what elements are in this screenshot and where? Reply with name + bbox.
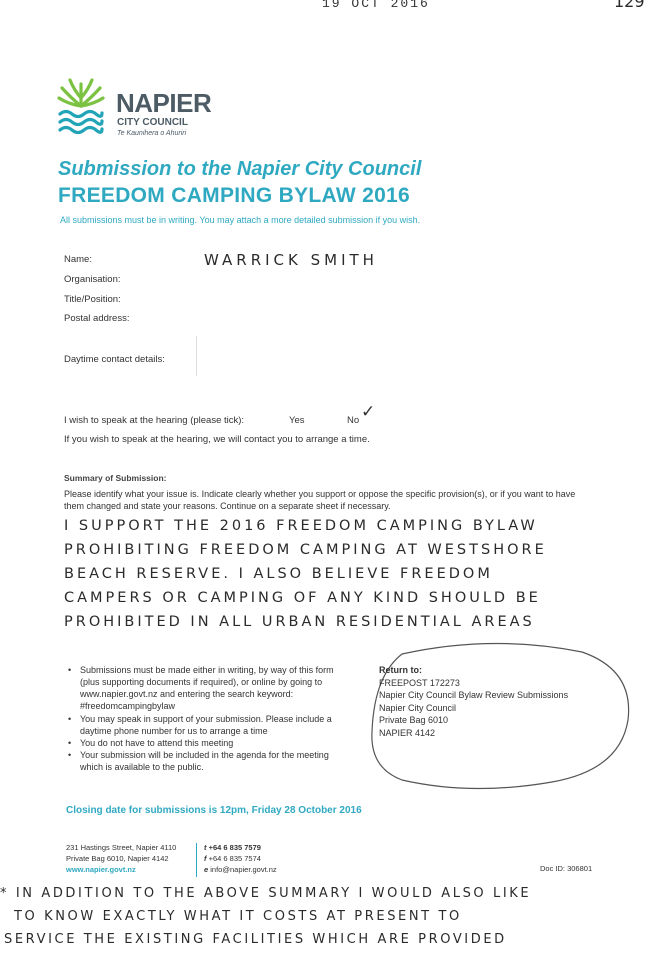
return-line: FREEPOST 172273 — [379, 677, 460, 688]
footer-contacts: t +64 6 835 7579 f +64 6 835 7574 e info… — [204, 843, 277, 876]
closing-date: Closing date for submissions is 12pm, Fr… — [66, 805, 362, 816]
hearing-note: If you wish to speak at the hearing, we … — [64, 434, 370, 445]
footer-address-line: Private Bag 6010, Napier 4142 — [66, 853, 169, 863]
phone-number: +64 6 835 7579 — [208, 843, 261, 852]
return-address-circle — [362, 640, 634, 792]
form-title-line1: Submission to the Napier City Council — [58, 158, 422, 180]
info-bullet: You do not have to attend this meeting — [68, 737, 348, 749]
handwritten-line: PROHIBITING FREEDOM CAMPING AT WESTSHORE — [64, 542, 547, 558]
return-heading: Return to: — [379, 665, 422, 675]
daytime-contact-label: Daytime contact details: — [64, 354, 165, 365]
return-address-block: Return to: FREEPOST 172273 Napier City C… — [379, 664, 568, 740]
info-bullet: Your submission will be included in the … — [68, 749, 348, 773]
return-line: Napier City Council Bylaw Review Submiss… — [379, 690, 569, 701]
field-divider — [196, 336, 197, 376]
logo-tagline: Te Kaunihera o Ahuriri — [117, 130, 187, 137]
form-title-line2: FREEDOM CAMPING BYLAW 2016 — [58, 184, 411, 207]
organisation-label: Organisation: — [64, 274, 121, 285]
addendum-line: * IN ADDITION TO THE ABOVE SUMMARY I WOU… — [0, 886, 532, 901]
footer-address: 231 Hastings Street, Napier 4110 Private… — [66, 843, 176, 876]
fax-number: +64 6 835 7574 — [208, 853, 261, 863]
hearing-yes-option[interactable]: Yes — [289, 415, 305, 426]
footer-website-link[interactable]: www.napier.govt.nz — [66, 864, 136, 874]
postal-address-label: Postal address: — [64, 313, 130, 324]
handwritten-line: I SUPPORT THE 2016 FREEDOM CAMPING BYLAW — [64, 518, 538, 534]
handwritten-line: CAMPERS OR CAMPING OF ANY KIND SHOULD BE — [64, 590, 541, 606]
info-bullet-list: Submissions must be made either in writi… — [66, 664, 348, 773]
addendum-line: TO KNOW EXACTLY WHAT IT COSTS AT PRESENT… — [14, 909, 462, 924]
logo-wordmark: NAPIER — [116, 88, 212, 118]
title-position-label: Title/Position: — [64, 294, 121, 305]
summary-heading: Summary of Submission: — [64, 473, 167, 483]
email-prefix: e — [204, 864, 209, 874]
footer-address-line: 231 Hastings Street, Napier 4110 — [66, 843, 177, 852]
summary-instructions: Please identify what your issue is. Indi… — [64, 489, 576, 512]
summary-handwritten[interactable]: I SUPPORT THE 2016 FREEDOM CAMPING BYLAW… — [64, 514, 644, 634]
reference-number: 129 — [614, 0, 645, 11]
return-line: Private Bag 6010 — [379, 715, 449, 726]
intro-note: All submissions must be in writing. You … — [60, 215, 421, 225]
hearing-question: I wish to speak at the hearing (please t… — [64, 415, 245, 426]
email-address[interactable]: info@napier.govt.nz — [210, 864, 277, 874]
addendum-line: SERVICE THE EXISTING FACILITIES WHICH AR… — [4, 932, 507, 947]
handwritten-line: BEACH RESERVE. I ALSO BELIEVE FREEDOM — [64, 566, 493, 582]
received-date-stamp: 19 OCT 2016 — [322, 0, 430, 11]
info-bullet: Submissions must be made either in writi… — [68, 664, 348, 713]
council-logo-icon — [56, 76, 106, 136]
handwritten-addendum[interactable]: * IN ADDITION TO THE ABOVE SUMMARY I WOU… — [0, 882, 656, 951]
hearing-no-option[interactable]: No — [347, 415, 360, 426]
tick-mark-icon: ✓ — [361, 402, 376, 421]
return-line: Napier City Council — [379, 702, 457, 713]
name-value[interactable]: WARRICK SMITH — [204, 251, 378, 269]
handwritten-line: PROHIBITED IN ALL URBAN RESIDENTIAL AREA… — [64, 614, 535, 630]
fax-prefix: f — [204, 853, 207, 863]
name-label: Name: — [64, 254, 92, 265]
return-line: NAPIER 4142 — [379, 727, 436, 738]
info-bullet: You may speak in support of your submiss… — [68, 713, 348, 737]
logo-subtitle: CITY COUNCIL — [117, 117, 188, 128]
document-id: Doc ID: 306801 — [540, 864, 593, 873]
footer-divider — [196, 843, 197, 877]
phone-prefix: t — [204, 843, 207, 852]
